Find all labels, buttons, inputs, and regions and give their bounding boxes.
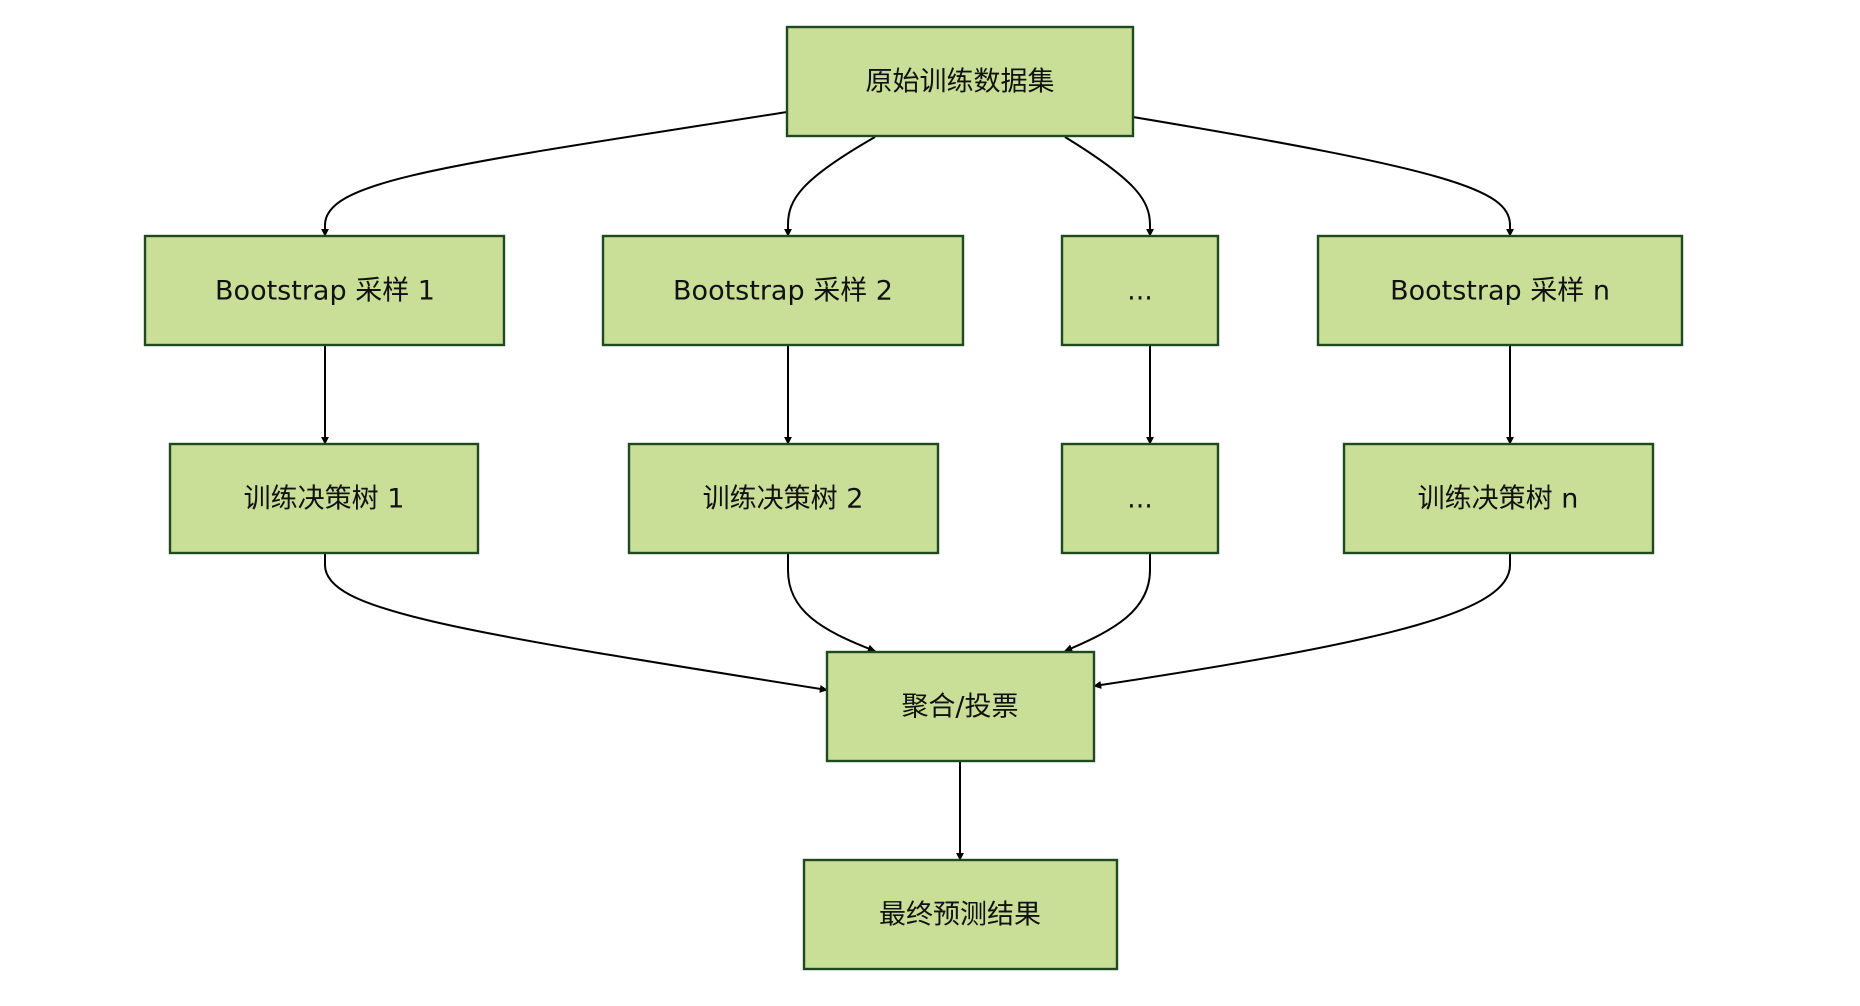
node-bootstrap-ellipsis: ... — [1060, 234, 1220, 347]
edge-dataset-bsdots — [1064, 136, 1154, 237]
edge-dataset-bs2 — [784, 136, 876, 237]
edge-treen-aggregate — [1093, 553, 1511, 689]
node-bootstrap-2-label: Bootstrap 采样 2 — [673, 276, 893, 307]
node-bootstrap-1: Bootstrap 采样 1 — [143, 234, 506, 347]
node-aggregate-label: 聚合/投票 — [901, 692, 1018, 723]
nodes: 原始训练数据集 Bootstrap 采样 1 Bootstrap 采样 2 ..… — [143, 25, 1684, 971]
edge-treedots-aggregate — [1064, 553, 1151, 652]
node-tree-n-label: 训练决策树 n — [1418, 484, 1579, 515]
node-result-label: 最终预测结果 — [879, 900, 1041, 931]
node-bootstrap-1-label: Bootstrap 采样 1 — [215, 276, 435, 307]
node-tree-n: 训练决策树 n — [1342, 442, 1655, 555]
node-bootstrap-2: Bootstrap 采样 2 — [601, 234, 965, 347]
edge-dataset-bsn — [1132, 116, 1514, 237]
node-bootstrap-ellipsis-label: ... — [1127, 276, 1153, 307]
node-dataset: 原始训练数据集 — [785, 25, 1135, 138]
node-bootstrap-n: Bootstrap 采样 n — [1316, 234, 1684, 347]
node-tree-2-label: 训练决策树 2 — [703, 484, 864, 515]
node-result: 最终预测结果 — [802, 858, 1119, 971]
edge-tree2-aggregate — [787, 553, 876, 653]
node-tree-ellipsis-label: ... — [1127, 484, 1153, 515]
node-bootstrap-n-label: Bootstrap 采样 n — [1390, 276, 1610, 307]
edges — [321, 111, 1514, 861]
edge-tree1-aggregate — [324, 553, 828, 693]
node-tree-1-label: 训练决策树 1 — [244, 484, 405, 515]
node-dataset-label: 原始训练数据集 — [866, 67, 1055, 98]
node-tree-2: 训练决策树 2 — [627, 442, 940, 555]
node-aggregate: 聚合/投票 — [825, 650, 1096, 763]
node-tree-1: 训练决策树 1 — [168, 442, 480, 555]
edge-dataset-bs1 — [321, 111, 788, 237]
node-tree-ellipsis: ... — [1060, 442, 1220, 555]
